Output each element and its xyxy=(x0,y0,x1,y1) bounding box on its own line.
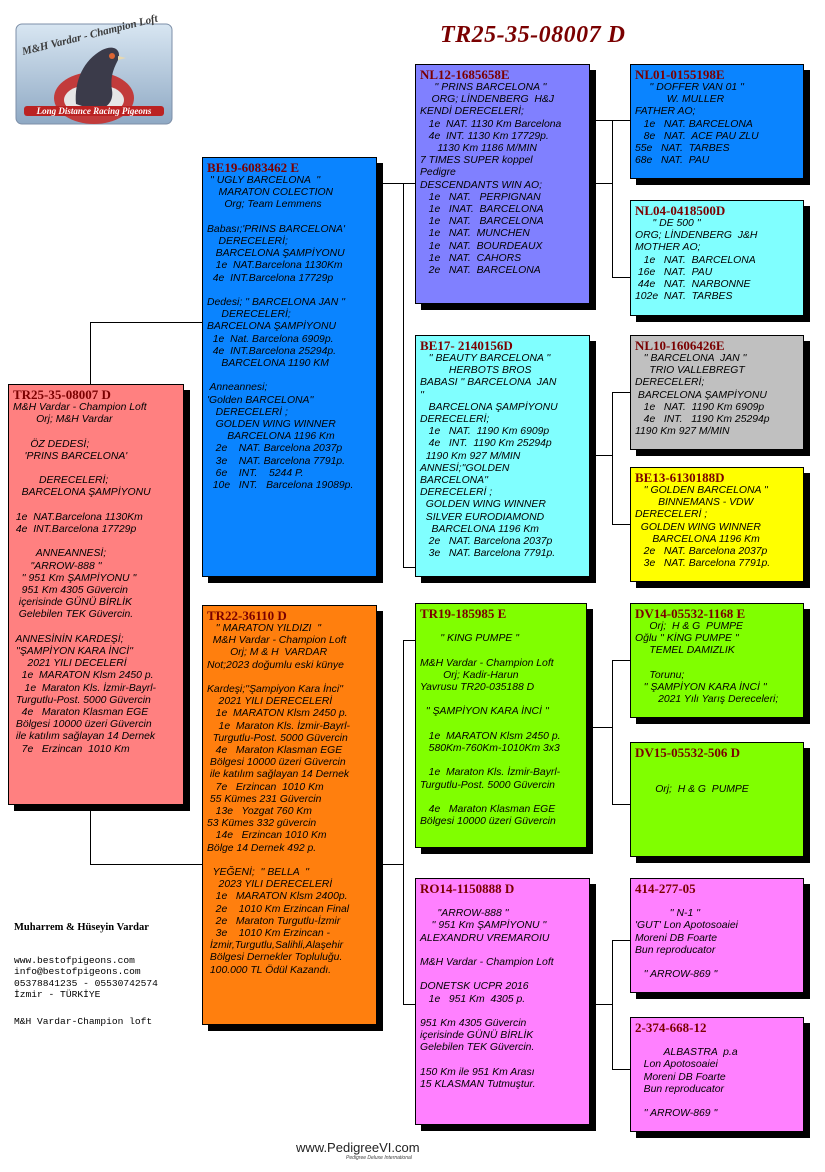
connector xyxy=(596,1004,612,1005)
loft-name: M&H Vardar-Champion loft xyxy=(14,1016,153,1027)
pedigree-title: TR25-35-08007 D xyxy=(440,22,626,48)
connector xyxy=(612,392,630,393)
sire-sire-dam-card: NL04-0418500D '' DE 500 '' ORG; LİNDENBE… xyxy=(630,200,804,316)
connector xyxy=(383,864,403,865)
footer: www.PedigreeVI.com Pedigree Deluxe Inter… xyxy=(296,1140,420,1161)
dam-sire-dam-details: Orj; H & G PUMPE xyxy=(655,784,749,796)
owner-name: Muharrem & Hüseyin Vardar xyxy=(14,922,149,933)
sire-card: BE19-6083462 E '' UGLY BARCELONA '' MARA… xyxy=(202,157,377,577)
sire-dam-sire-card: NL10-1606426E '' BARCELONA JAN '' TRIO V… xyxy=(630,335,804,450)
dam-dam-details: ''ARROW-888 '' '' 951 Km ŞAMPİYONU '' AL… xyxy=(420,908,554,1091)
dam-ring: TR22-36110 D xyxy=(207,608,287,623)
connector xyxy=(90,805,91,865)
dam-sire-dam-ring: DV15-05532-506 D xyxy=(635,745,741,760)
sire-sire-dam-ring: NL04-0418500D xyxy=(635,203,726,218)
subject-details: M&H Vardar - Champion Loft Orj; M&H Vard… xyxy=(13,402,157,755)
dam-sire-dam-card: DV15-05532-506 D Orj; H & G PUMPE xyxy=(630,742,804,857)
dam-sire-sire-ring: DV14-05532-1168 E xyxy=(635,606,746,621)
connector xyxy=(612,524,630,525)
connector xyxy=(596,455,612,456)
sire-sire-details: '' PRINS BARCELONA '' ORG; LİNDENBERG H&… xyxy=(420,82,562,277)
connector xyxy=(403,183,415,184)
sire-ring: BE19-6083462 E xyxy=(207,160,300,175)
footer-tagline: Pedigree Deluxe International xyxy=(346,1155,412,1161)
sire-sire-ring: NL12-1685658E xyxy=(420,67,510,82)
connector xyxy=(403,567,415,568)
sire-sire-card: NL12-1685658E '' PRINS BARCELONA '' ORG;… xyxy=(415,64,590,304)
connector xyxy=(596,120,612,121)
dam-sire-card: TR19-185985 E '' KING PUMPE '' M&H Varda… xyxy=(415,603,587,848)
connector xyxy=(403,640,415,641)
connector xyxy=(403,1004,415,1005)
footer-brand: www.PedigreeVI.com xyxy=(296,1140,420,1155)
connector xyxy=(612,660,630,661)
connector xyxy=(596,183,612,184)
connector xyxy=(383,183,403,184)
sire-dam-dam-ring: BE13-6130188D xyxy=(635,470,725,485)
sire-dam-details: '' BEAUTY BARCELONA '' HERBOTS BROS BABA… xyxy=(420,353,558,560)
dam-sire-details: '' KING PUMPE '' M&H Vardar - Champion L… xyxy=(420,633,561,828)
contact-info: www.bestofpigeons.com info@bestofpigeons… xyxy=(14,955,158,1001)
sire-details: '' UGLY BARCELONA '' MARATON COLECTION O… xyxy=(207,175,354,492)
sire-dam-dam-card: BE13-6130188D '' GOLDEN BARCELONA '' BIN… xyxy=(630,467,804,582)
dam-dam-dam-ring: 2-374-668-12 xyxy=(635,1020,707,1035)
sire-sire-sire-ring: NL01-0155198E xyxy=(635,67,725,82)
dam-card: TR22-36110 D '' MARATON YILDIZI '' M&H V… xyxy=(202,605,377,1025)
dam-dam-sire-card: 414-277-05 '' N-1 '' 'GUT' Lon Apotosoai… xyxy=(630,878,804,993)
sire-sire-sire-card: NL01-0155198E '' DOFFER VAN 01 '' W. MUL… xyxy=(630,64,804,179)
dam-details: '' MARATON YILDIZI '' M&H Vardar - Champ… xyxy=(207,623,351,976)
subject-ring: TR25-35-08007 D xyxy=(13,387,111,402)
connector xyxy=(612,120,613,278)
dam-dam-card: RO14-1150888 D ''ARROW-888 '' '' 951 Km … xyxy=(415,878,590,1125)
dam-sire-ring: TR19-185985 E xyxy=(420,606,507,621)
connector xyxy=(403,183,404,323)
connector xyxy=(90,322,91,384)
connector xyxy=(90,322,202,323)
logo-subtitle: Long Distance Racing Pigeons xyxy=(24,106,164,116)
subject-card: TR25-35-08007 D M&H Vardar - Champion Lo… xyxy=(8,384,184,805)
connector xyxy=(612,392,613,524)
sire-dam-sire-ring: NL10-1606426E xyxy=(635,338,725,353)
dam-dam-sire-details: '' N-1 '' 'GUT' Lon Apotosoaiei Moreni D… xyxy=(635,908,738,981)
connector xyxy=(612,804,630,805)
dam-dam-sire-ring: 414-277-05 xyxy=(635,881,696,896)
connector xyxy=(612,940,630,941)
sire-sire-sire-details: '' DOFFER VAN 01 '' W. MULLER FATHER AO;… xyxy=(635,82,759,167)
connector xyxy=(90,864,202,865)
sire-dam-dam-details: '' GOLDEN BARCELONA '' BINNEMANS - VDW D… xyxy=(635,485,771,570)
dam-dam-ring: RO14-1150888 D xyxy=(420,881,515,896)
connector xyxy=(403,640,404,1005)
connector xyxy=(587,727,612,728)
logo: M&H Vardar - Champion Loft Long Distance… xyxy=(14,13,174,128)
connector xyxy=(403,322,404,567)
sire-sire-dam-details: '' DE 500 '' ORG; LİNDENBERG J&H MOTHER … xyxy=(635,218,758,303)
dam-sire-sire-card: DV14-05532-1168 E Orj; H & G PUMPE Oğlu … xyxy=(630,603,804,718)
connector xyxy=(612,120,630,121)
dam-dam-dam-card: 2-374-668-12 ALBASTRA p.a Lon Apotosoaie… xyxy=(630,1017,804,1132)
connector xyxy=(612,277,630,278)
sire-dam-sire-details: '' BARCELONA JAN '' TRIO VALLEBREGT DERE… xyxy=(635,353,770,438)
connector xyxy=(612,660,613,805)
connector xyxy=(612,940,613,1070)
dam-sire-sire-details: Orj; H & G PUMPE Oğlu '' KİNG PUMPE '' T… xyxy=(635,621,779,706)
connector xyxy=(612,1069,630,1070)
dam-dam-dam-details: ALBASTRA p.a Lon Apotosoaiei Moreni DB F… xyxy=(643,1047,738,1120)
sire-dam-card: BE17- 2140156D '' BEAUTY BARCELONA '' HE… xyxy=(415,335,590,577)
sire-dam-ring: BE17- 2140156D xyxy=(420,338,513,353)
